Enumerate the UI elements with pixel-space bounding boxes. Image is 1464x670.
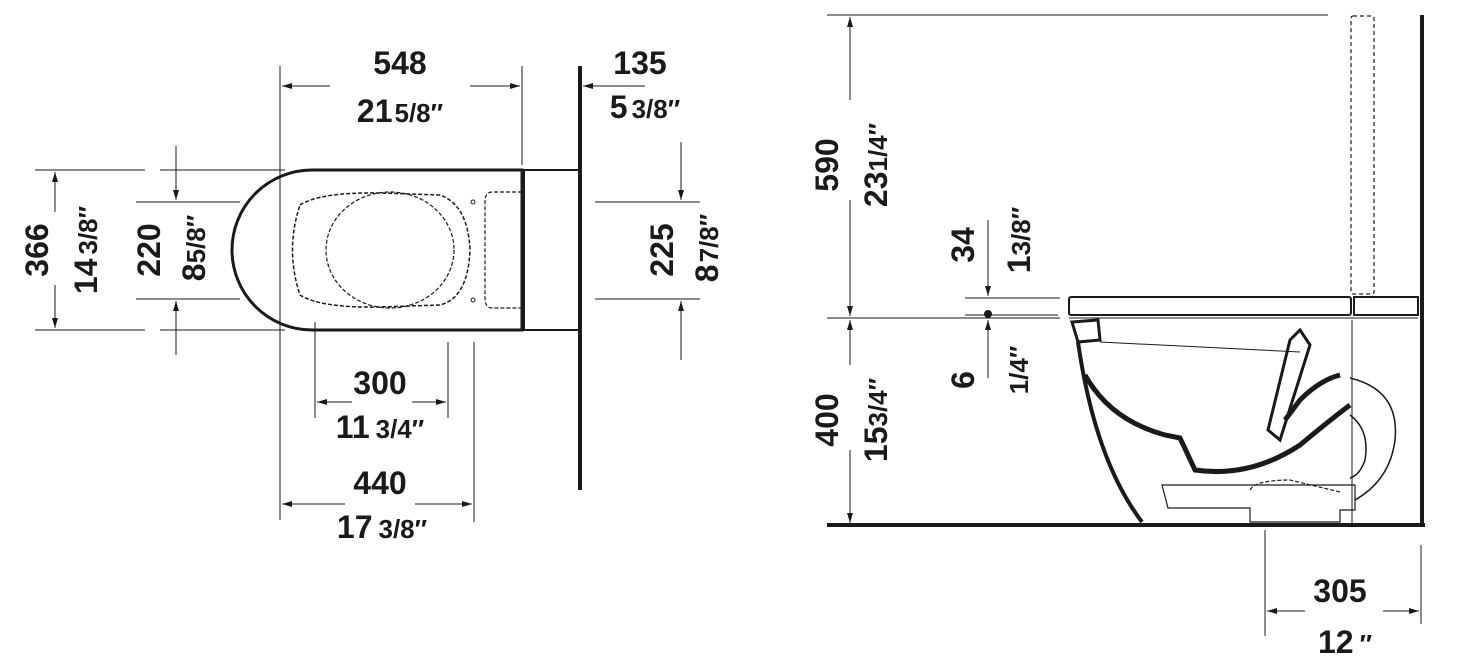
- dim-548-mm: 548: [373, 45, 426, 81]
- dim-590-mm: 590: [809, 138, 845, 191]
- dim-300-mm: 300: [353, 365, 406, 401]
- dim-220-mm: 220: [131, 223, 167, 276]
- hinge-plate-dashed: [484, 191, 522, 309]
- bowl-outline: [230, 168, 524, 332]
- dim-34-mm: 34: [945, 227, 981, 263]
- dim-305-mm: 305: [1313, 573, 1366, 609]
- seat-lid: [1068, 296, 1352, 316]
- dim-548-in: 215/8″: [357, 93, 443, 129]
- seat-opening-dashed: [325, 191, 455, 309]
- dim-440-mm: 440: [353, 465, 406, 501]
- dim-366-mm: 366: [19, 223, 55, 276]
- dim-225-in: 87/8″: [689, 214, 725, 282]
- dim-220-in: 85/8″: [176, 215, 212, 281]
- dim-34-in: 13/8″: [1001, 207, 1037, 273]
- top-view: [35, 66, 700, 522]
- tank-lid: [1353, 296, 1419, 316]
- side-view: [827, 14, 1425, 636]
- side-view-labels: 590 231/4″ 34 13/8″ 6 1/4″ 400 153/4″ 30…: [809, 123, 1372, 660]
- dim-366-in: 143/8″: [68, 206, 104, 294]
- tank-outline-dashed: [1350, 15, 1375, 295]
- dim-400-mm: 400: [809, 393, 845, 446]
- dim-225-mm: 225: [644, 223, 680, 276]
- dim-6-in: 1/4″: [1004, 346, 1034, 395]
- tank-outline: [523, 169, 580, 331]
- dim-305-in: 12″: [1318, 624, 1372, 660]
- dim-6-mm: 6: [945, 371, 981, 389]
- dim-135-mm: 135: [613, 45, 666, 81]
- seat-outline-dashed: [291, 192, 471, 308]
- reference-point: [984, 310, 992, 318]
- dim-590-in: 231/4″: [858, 123, 894, 207]
- dim-400-in: 153/4″: [858, 378, 894, 462]
